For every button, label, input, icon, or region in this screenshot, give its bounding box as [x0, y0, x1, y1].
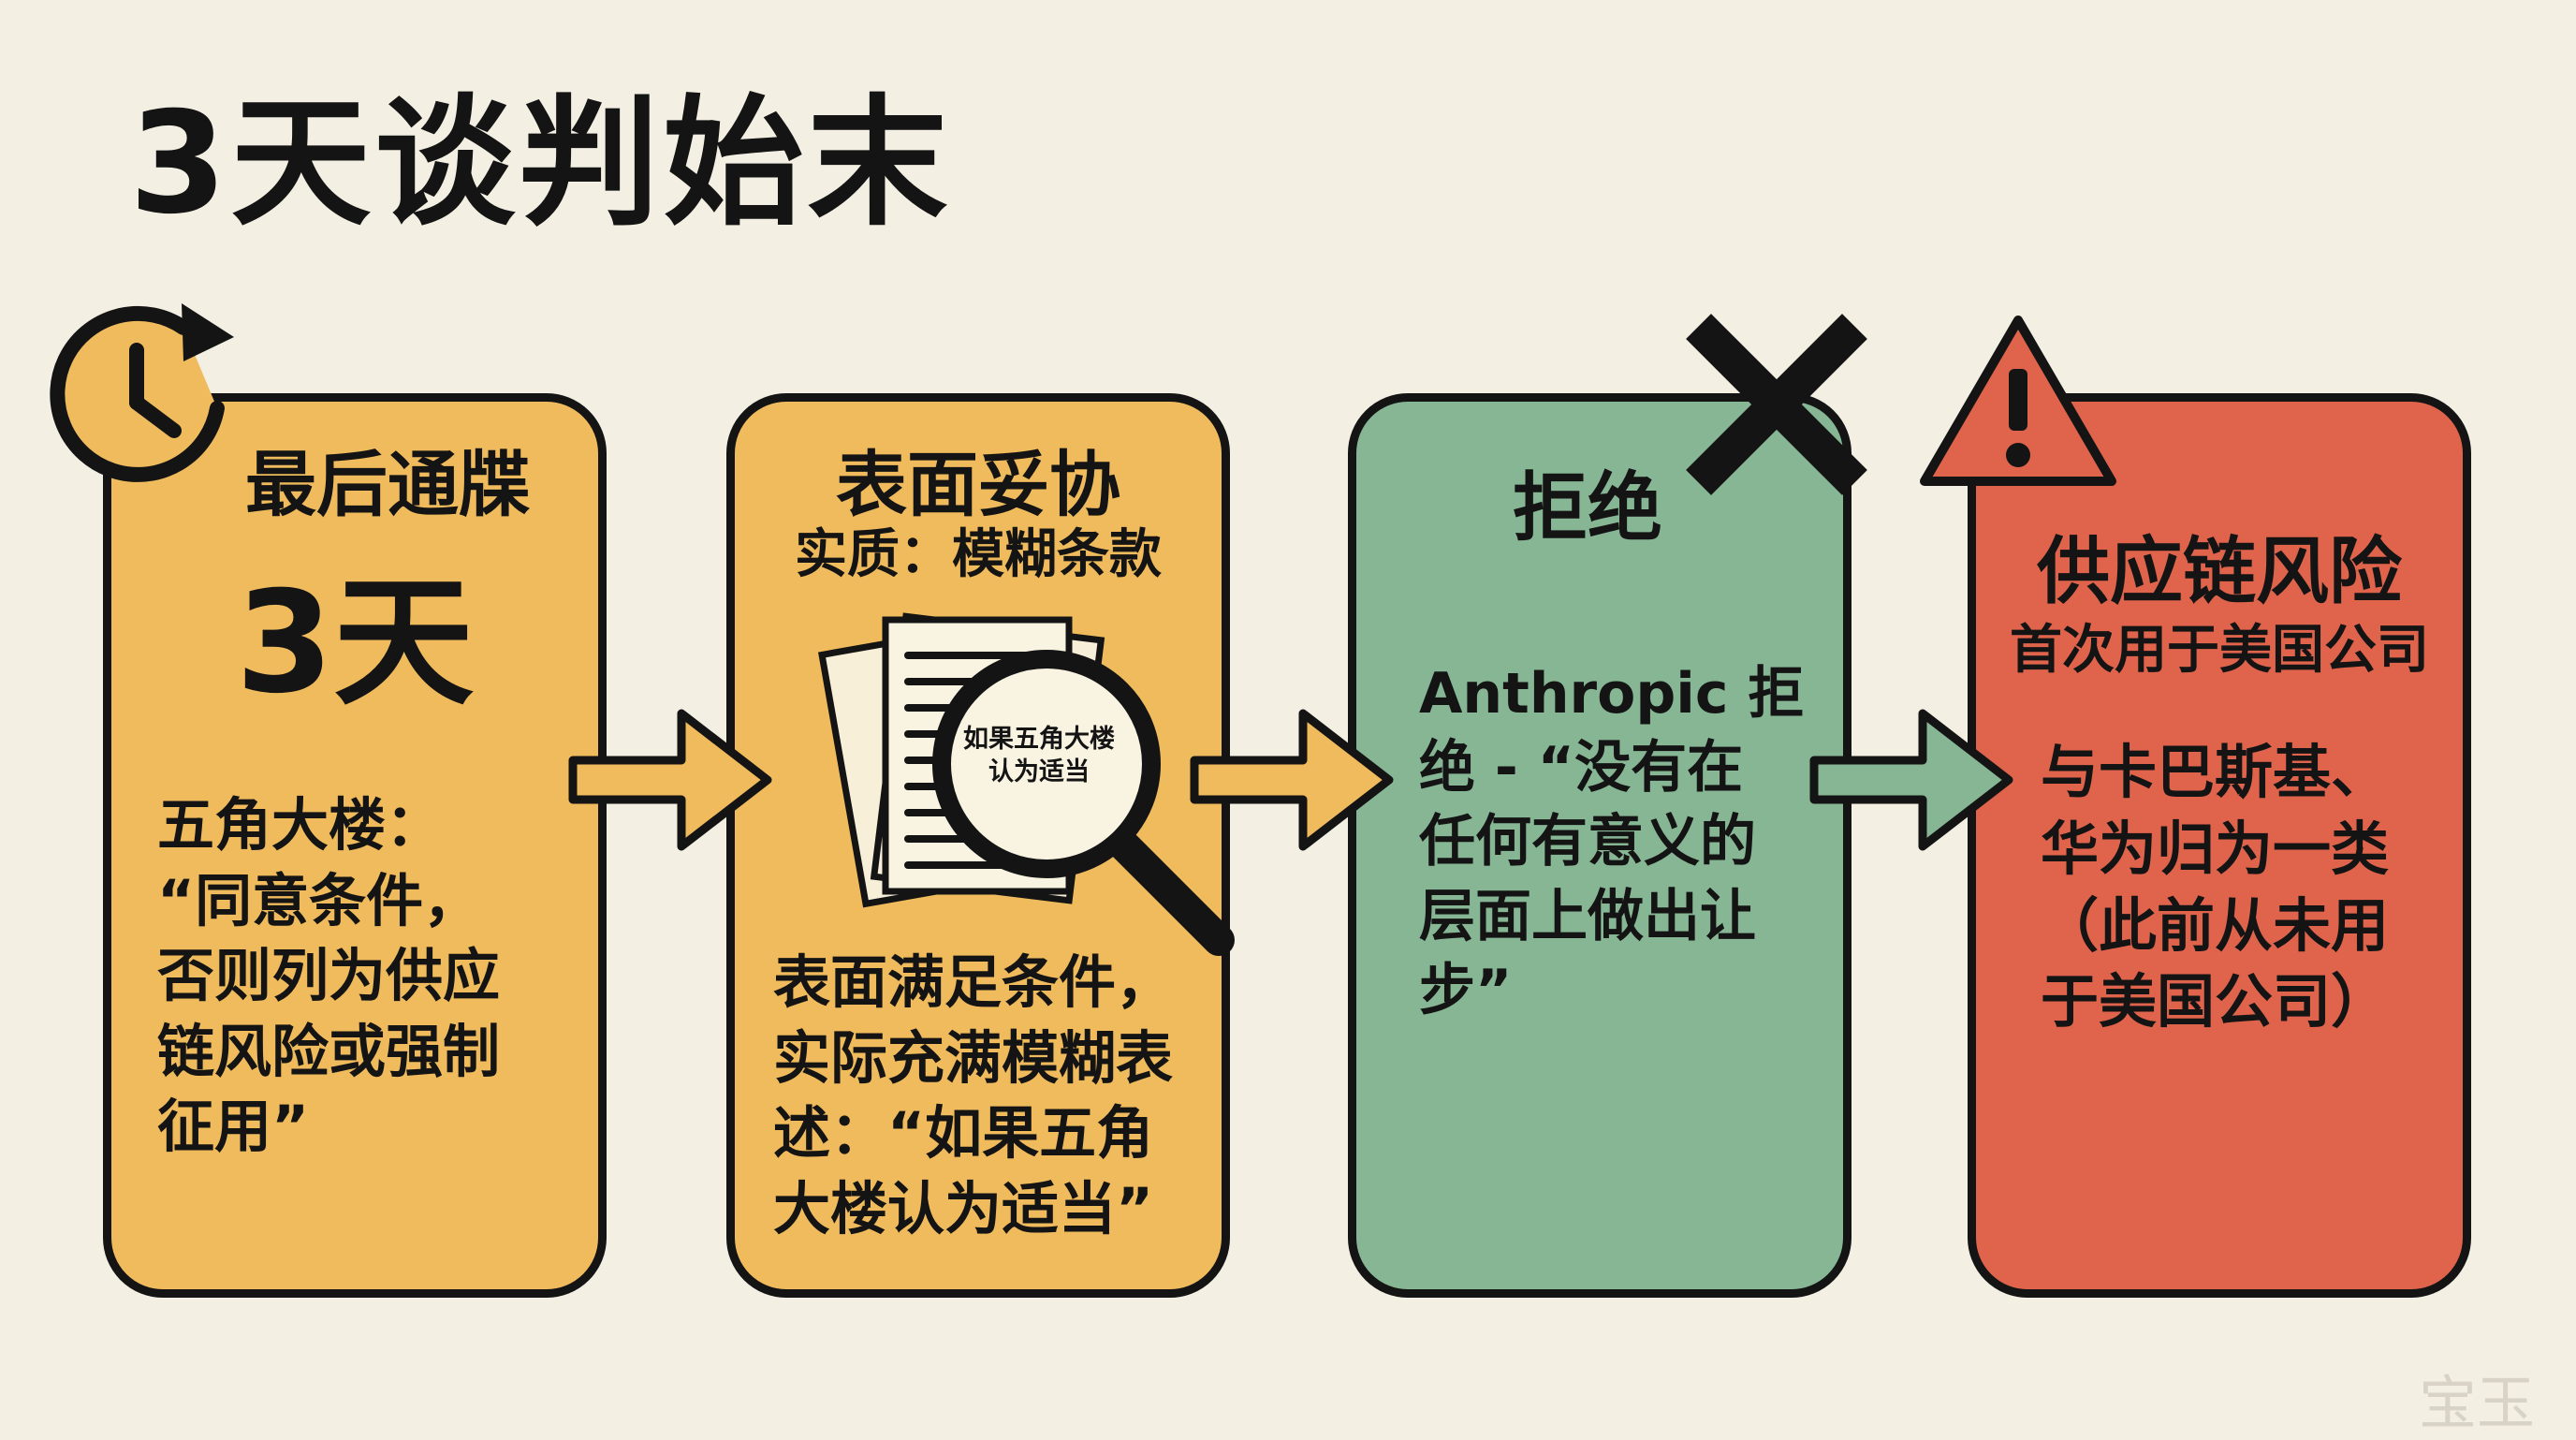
card-body: 五角大楼： “同意条件， 否则列为供应 链风险或强制 征用”	[157, 792, 501, 1161]
clock-icon	[50, 303, 234, 482]
card-heading: 表面妥协	[836, 443, 1120, 526]
illustration-text: 如果五角大楼 认为适当	[963, 725, 1115, 787]
card-heading: 最后通牒	[245, 443, 530, 526]
card-ultimatum	[103, 393, 607, 1298]
card-body: 表面满足条件， 实际充满模糊表 述：“如果五角 大楼认为适当”	[773, 949, 1174, 1242]
card-body: Anthropic 拒 绝 - “没有在 任何有意义的 层面上做出让 步”	[1419, 661, 1805, 1023]
card-subheading: 首次用于美国公司	[2010, 620, 2429, 681]
arrow-right-icon	[568, 709, 772, 851]
card-supply-chain-risk	[1968, 393, 2471, 1298]
x-mark-icon	[1686, 314, 1867, 495]
page-title: 3天谈判始末	[129, 82, 952, 245]
deadline-value: 3天	[235, 562, 475, 725]
warning-triangle-icon	[1920, 316, 2116, 486]
arrow-right-icon	[1190, 709, 1394, 851]
magnifier-icon	[932, 650, 1235, 956]
arrow-right-icon	[1809, 709, 2013, 851]
card-heading: 供应链风险	[2036, 530, 2402, 614]
card-refusal	[1348, 393, 1852, 1298]
watermark: 宝玉	[2419, 1369, 2536, 1437]
card-body: 与卡巴斯基、 华为归为一类 （此前从未用 于美国公司）	[2041, 738, 2390, 1036]
card-subheading: 实质：模糊条款	[795, 524, 1162, 585]
card-heading: 拒绝	[1513, 464, 1662, 551]
